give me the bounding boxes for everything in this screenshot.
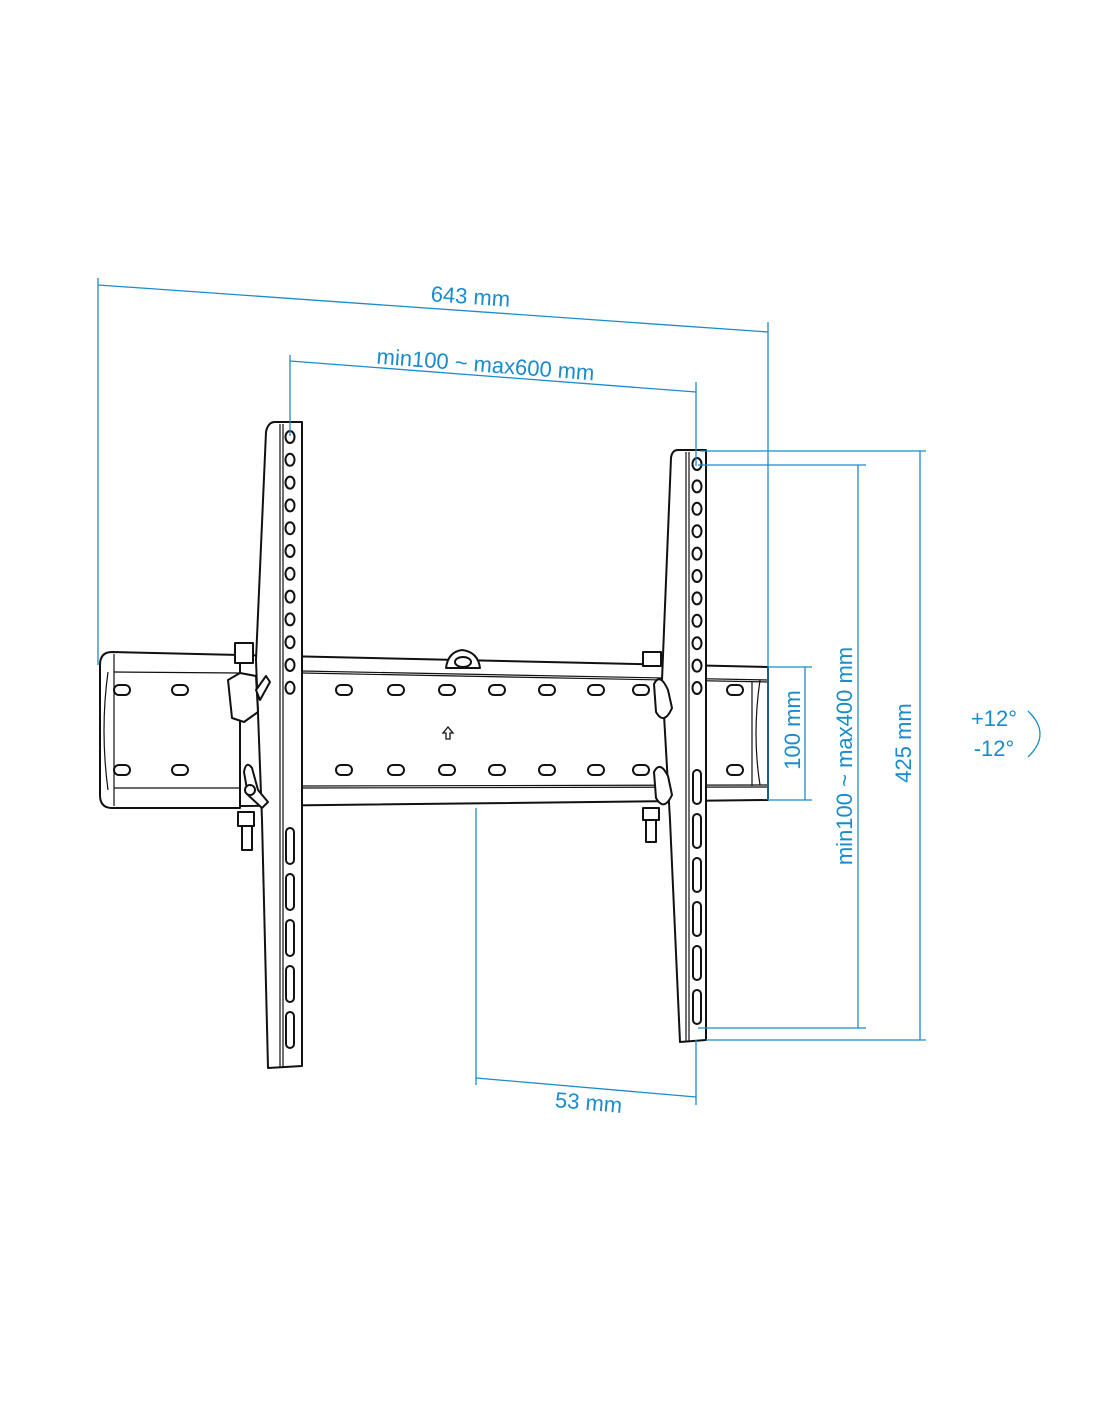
mounting-hole	[284, 612, 296, 627]
mounting-hole	[691, 546, 703, 561]
vesa-vertical-label: min100 ~ max400 mm	[832, 647, 857, 865]
vesa-horizontal-label: min100 ~ max600 mm	[376, 344, 596, 386]
rail-slot	[587, 764, 605, 776]
mounting-slot	[692, 813, 702, 849]
rail-slot	[587, 684, 605, 696]
rail-slot	[438, 764, 456, 776]
mounting-slot	[692, 901, 702, 937]
mounting-hole	[691, 591, 703, 606]
rail-slot	[726, 684, 744, 696]
rail-slot	[488, 764, 506, 776]
dimension-overall-width: 643 mm	[97, 278, 769, 800]
rail-slot	[632, 764, 650, 776]
mounting-hole	[691, 681, 703, 695]
mounting-slot	[285, 827, 295, 865]
dimension-rail-height: 100 mm	[768, 666, 812, 801]
mounting-hole	[284, 498, 296, 513]
mounting-hole	[691, 524, 703, 539]
depth-label: 53 mm	[554, 1087, 623, 1118]
rail-slot	[113, 684, 131, 696]
mounting-slot	[285, 873, 295, 911]
left-vertical-arm	[255, 421, 303, 1069]
rail-slot	[538, 684, 556, 696]
dimension-overall-height: 425 mm	[700, 450, 926, 1041]
rail-slot	[335, 764, 353, 776]
rail-slot	[335, 684, 353, 696]
mounting-slot	[692, 945, 702, 981]
overall-height-label: 425 mm	[891, 703, 916, 782]
mounting-hole	[284, 680, 296, 695]
mounting-hole	[284, 521, 296, 536]
mounting-hole	[284, 589, 296, 604]
tilt-knob-left	[227, 642, 271, 851]
rail-height-label: 100 mm	[780, 690, 805, 769]
mounting-hole	[284, 635, 296, 650]
mounting-hole	[284, 658, 296, 672]
rail-slot	[171, 764, 189, 776]
rail-slot	[387, 684, 405, 696]
mounting-slot	[692, 769, 702, 805]
dimension-depth: 53 mm	[475, 808, 697, 1118]
up-arrow-icon	[441, 725, 455, 740]
mounting-hole	[691, 636, 703, 651]
mounting-hole	[691, 658, 703, 673]
rail-slot	[113, 764, 131, 776]
mounting-slot	[285, 1011, 295, 1049]
mounting-hole	[284, 544, 296, 558]
rail-slot	[726, 764, 744, 776]
mounting-hole	[691, 457, 703, 471]
rail-slots	[113, 684, 744, 776]
rail-slot	[632, 684, 650, 696]
tilt-knob-right	[642, 651, 673, 843]
safety-lock-knob	[445, 649, 481, 669]
rail-slot	[538, 764, 556, 776]
wall-plate-left	[99, 651, 241, 809]
rail-slot	[438, 684, 456, 696]
mounting-slot	[692, 989, 702, 1025]
mounting-hole	[691, 613, 703, 628]
rail-slot	[488, 684, 506, 696]
mounting-hole	[691, 501, 703, 516]
mounting-slot	[285, 919, 295, 957]
rail-slot	[387, 764, 405, 776]
mounting-hole	[284, 475, 296, 490]
mounting-hole	[284, 566, 296, 581]
tilt-range: +12° -12°	[971, 706, 1041, 761]
tilt-arc-icon	[1027, 710, 1041, 758]
mounting-slot	[285, 965, 295, 1003]
dimension-vesa-vertical: min100 ~ max400 mm	[698, 464, 866, 1029]
rail-slot	[171, 684, 189, 696]
mounting-slot	[692, 857, 702, 893]
overall-width-label: 643 mm	[430, 281, 511, 311]
mounting-hole	[691, 479, 703, 494]
mounting-hole	[691, 569, 703, 583]
tilt-up-label: +12°	[971, 706, 1017, 731]
mounting-hole	[284, 452, 296, 467]
tilt-down-label: -12°	[974, 736, 1015, 761]
dimension-vesa-horizontal: min100 ~ max600 mm	[289, 344, 697, 466]
right-vertical-arm	[661, 449, 707, 1043]
